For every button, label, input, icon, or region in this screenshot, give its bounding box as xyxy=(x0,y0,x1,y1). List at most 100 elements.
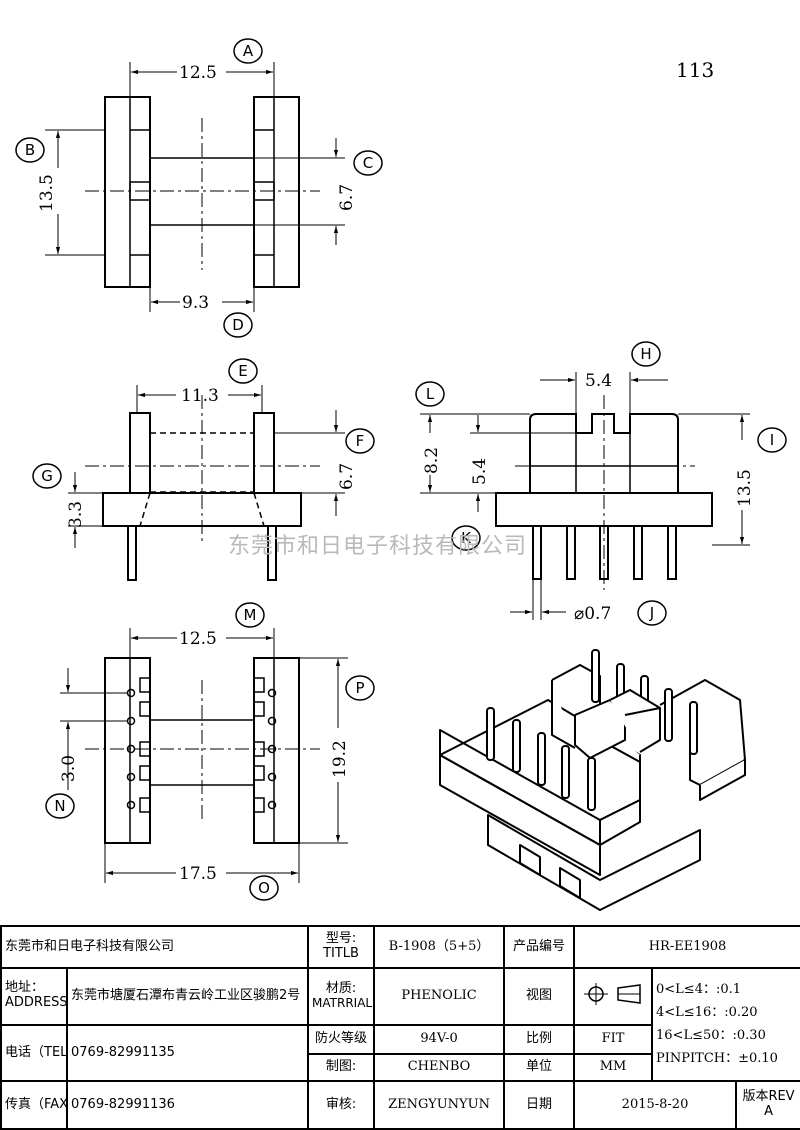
dim-G-value: 3.3 xyxy=(66,501,86,528)
callout-I-label: I xyxy=(770,431,774,449)
callout-G xyxy=(32,463,62,489)
watermark-text: 东莞市和日电子科技有限公司 xyxy=(228,534,528,559)
bottom-view xyxy=(60,628,348,883)
callout-C-label: C xyxy=(363,154,373,172)
dim-C-value: 6.7 xyxy=(337,184,357,211)
callout-J-label: J xyxy=(649,604,654,622)
material-label-cell: 材质: MATRRIAL xyxy=(307,966,376,1026)
callout-L-label: L xyxy=(426,385,435,403)
callout-P-label: P xyxy=(355,679,364,697)
callout-N xyxy=(45,793,75,819)
company-name: 东莞市和日电子科技有限公司 xyxy=(0,925,310,969)
model-label: 型号: xyxy=(325,931,357,947)
callout-O xyxy=(249,875,279,901)
callout-H-label: H xyxy=(640,345,651,363)
callout-C xyxy=(353,150,383,176)
product-no-value: HR-EE1908 xyxy=(573,925,800,969)
callout-B-label: B xyxy=(25,141,35,159)
fax-value: 0769-82991136 xyxy=(65,1080,310,1130)
view-label: 视图 xyxy=(503,966,576,1026)
callout-A-label: A xyxy=(243,42,254,60)
scale-value: FIT xyxy=(573,1023,654,1056)
callout-E xyxy=(228,358,258,384)
dim-B-value: 13.5 xyxy=(37,174,57,212)
flame-label: 防火等级 xyxy=(307,1023,376,1056)
callout-A xyxy=(233,38,263,64)
rev-cell: 版本REV A xyxy=(735,1080,800,1130)
date-label: 日期 xyxy=(503,1080,576,1130)
isometric-view xyxy=(439,649,746,911)
callout-G-label: G xyxy=(41,467,53,485)
model-label-cell: 型号: TITLB xyxy=(307,925,376,969)
rev-label: 版本REV xyxy=(742,1089,795,1105)
callout-D-label: D xyxy=(232,316,244,334)
callout-bubbles xyxy=(15,38,787,901)
dim-N-value: 3.0 xyxy=(59,755,79,782)
technical-drawing: 113 12.5 13.5 xyxy=(15,38,787,911)
projection-symbol-icon xyxy=(584,982,641,1005)
callout-J xyxy=(637,600,667,626)
callout-I xyxy=(757,427,787,453)
flame-value: 94V-0 xyxy=(373,1023,506,1056)
callout-F xyxy=(345,428,375,454)
scale-label: 比例 xyxy=(503,1023,576,1056)
callout-D xyxy=(223,312,253,338)
dim-J-value: ⌀0.7 xyxy=(574,604,611,624)
address-label: 地址： xyxy=(5,980,45,996)
model-value: B-1908（5+5） xyxy=(373,925,506,969)
dim-D-value: 9.3 xyxy=(182,293,209,313)
drawn-label: 制图: xyxy=(307,1053,376,1083)
fax-label: 传真（FAX） xyxy=(0,1080,68,1130)
callout-E-label: E xyxy=(238,362,247,380)
side-view xyxy=(420,372,750,620)
address-label-cell: 地址： ADDRESS xyxy=(0,966,68,1026)
review-label: 审核: xyxy=(307,1080,376,1130)
callout-F-label: F xyxy=(356,432,365,450)
callout-B xyxy=(15,137,45,163)
callout-M xyxy=(235,602,265,628)
model-label-en: TITLB xyxy=(323,945,359,961)
callout-K-label: K xyxy=(461,529,472,547)
dim-F-value: 6.7 xyxy=(337,463,357,490)
address-label-en: ADDRESS xyxy=(5,995,67,1011)
dim-O-value: 17.5 xyxy=(179,864,217,884)
callout-H xyxy=(631,341,661,367)
front-view xyxy=(68,385,345,581)
dim-H-value: 5.4 xyxy=(585,371,612,391)
dim-L-value: 8.2 xyxy=(422,447,442,474)
drawn-value: CHENBO xyxy=(373,1053,506,1083)
callout-N-label: N xyxy=(54,797,65,815)
tolerance-line: 0<L≤4：:0.1 xyxy=(656,981,742,997)
review-value: ZENGYUNYUN xyxy=(373,1080,506,1130)
callout-M-label: M xyxy=(244,606,257,624)
sheet-number: 113 xyxy=(676,58,714,82)
tolerance-cell: 0<L≤4：:0.1 4<L≤16：:0.20 16<L≤50：:0.30 PI… xyxy=(651,966,800,1083)
material-value: PHENOLIC xyxy=(373,966,506,1026)
tolerance-line: PINPITCH：±0.10 xyxy=(656,1050,778,1066)
date-value: 2015-8-20 xyxy=(573,1080,738,1130)
dim-I-value: 13.5 xyxy=(735,469,755,507)
top-view xyxy=(45,62,345,312)
callout-P xyxy=(345,675,375,701)
address-value: 东莞市塘厦石潭布青云岭工业区骏鹏2号 xyxy=(65,966,310,1026)
tolerance-line: 16<L≤50：:0.30 xyxy=(656,1027,766,1043)
callout-K xyxy=(451,525,481,551)
title-block: 东莞市和日电子科技有限公司 型号: TITLB B-1908（5+5） 产品编号… xyxy=(0,925,800,1130)
tolerance-line: 4<L≤16：:0.20 xyxy=(656,1004,758,1020)
projection-symbol-cell xyxy=(573,966,654,1026)
callout-O-label: O xyxy=(258,879,270,897)
tel-label: 电话（TEL） xyxy=(0,1023,68,1083)
rev-value: A xyxy=(764,1104,773,1120)
dim-M-value: 12.5 xyxy=(179,629,217,649)
dim-P-value: 19.2 xyxy=(330,740,350,778)
material-label: 材质: xyxy=(325,980,357,996)
unit-value: MM xyxy=(573,1053,654,1083)
tel-value: 0769-82991135 xyxy=(65,1023,310,1083)
material-label-en: MATRRIAL xyxy=(312,995,373,1010)
dim-L-inner-value: 5.4 xyxy=(470,458,490,485)
dim-A-value: 12.5 xyxy=(179,63,217,83)
unit-label: 单位 xyxy=(503,1053,576,1083)
callout-L xyxy=(415,381,445,407)
product-no-label: 产品编号 xyxy=(503,925,576,969)
dim-E-value: 11.3 xyxy=(181,386,219,406)
